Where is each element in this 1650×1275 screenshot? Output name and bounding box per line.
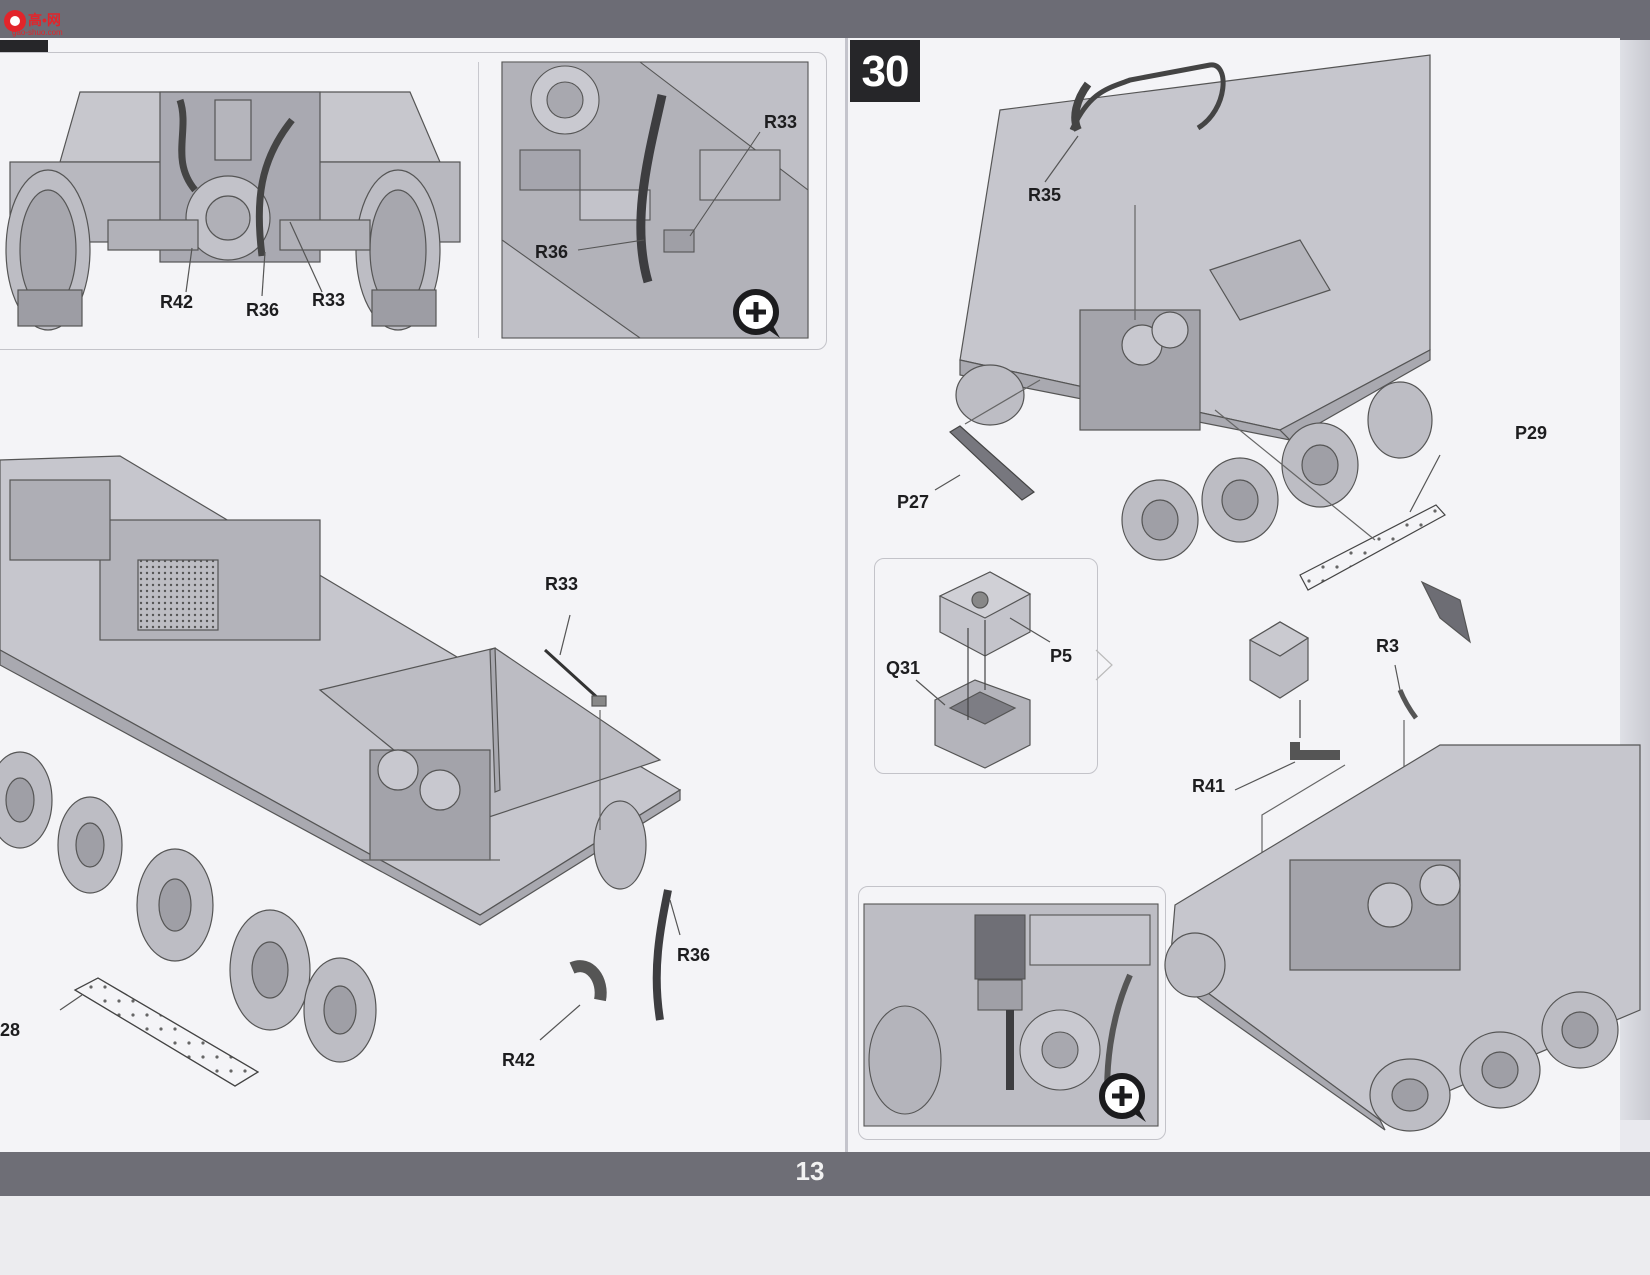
label-zoom-r33: R33 — [764, 112, 798, 132]
label-zoom-r36: R36 — [535, 242, 569, 262]
scan-bottom-margin — [0, 1196, 1650, 1275]
step-30-lower-hull — [1164, 744, 1641, 1132]
step-30-subassembly — [915, 571, 1113, 769]
label-q31: Q31 — [886, 658, 921, 678]
footer-bar — [0, 1152, 1650, 1196]
page-fold — [845, 38, 848, 1158]
label-top-r42: R42 — [160, 292, 194, 312]
page-number: 13 — [795, 1156, 825, 1186]
label-p5: P5 — [1050, 646, 1073, 666]
step-29-panel-divider — [478, 62, 479, 338]
step-29-rear-view — [5, 91, 461, 331]
label-top-r36: R36 — [246, 300, 280, 320]
label-main-r36: R36 — [677, 945, 711, 965]
zoom-in-icon — [1099, 1073, 1146, 1122]
label-r35: R35 — [1028, 185, 1062, 205]
label-r41: R41 — [1192, 776, 1226, 796]
step-30-badge: 30 — [850, 40, 920, 102]
site-logo-icon — [4, 10, 26, 32]
site-logo-subtext: gao-shuo.com — [12, 28, 63, 37]
site-logo: 高•网 gao-shuo.com — [2, 4, 72, 38]
scan-top-border — [0, 0, 1650, 40]
step-30-zoom-view — [863, 903, 1159, 1127]
label-top-r33: R33 — [312, 290, 346, 310]
direction-arrow-icon — [1420, 580, 1471, 644]
zoom-in-icon — [733, 289, 780, 338]
step-30-upper-hull — [934, 54, 1471, 644]
label-r3: R3 — [1376, 636, 1400, 656]
step-29-main-hull — [0, 455, 682, 1087]
label-p29: P29 — [1515, 423, 1548, 443]
label-main-r42: R42 — [502, 1050, 536, 1070]
label-main-p28: 28 — [0, 1020, 21, 1040]
site-logo-text: 高•网 — [28, 12, 61, 28]
label-p27: P27 — [897, 492, 930, 512]
step-29-zoom-view — [501, 61, 809, 339]
label-main-r33: R33 — [545, 574, 579, 594]
